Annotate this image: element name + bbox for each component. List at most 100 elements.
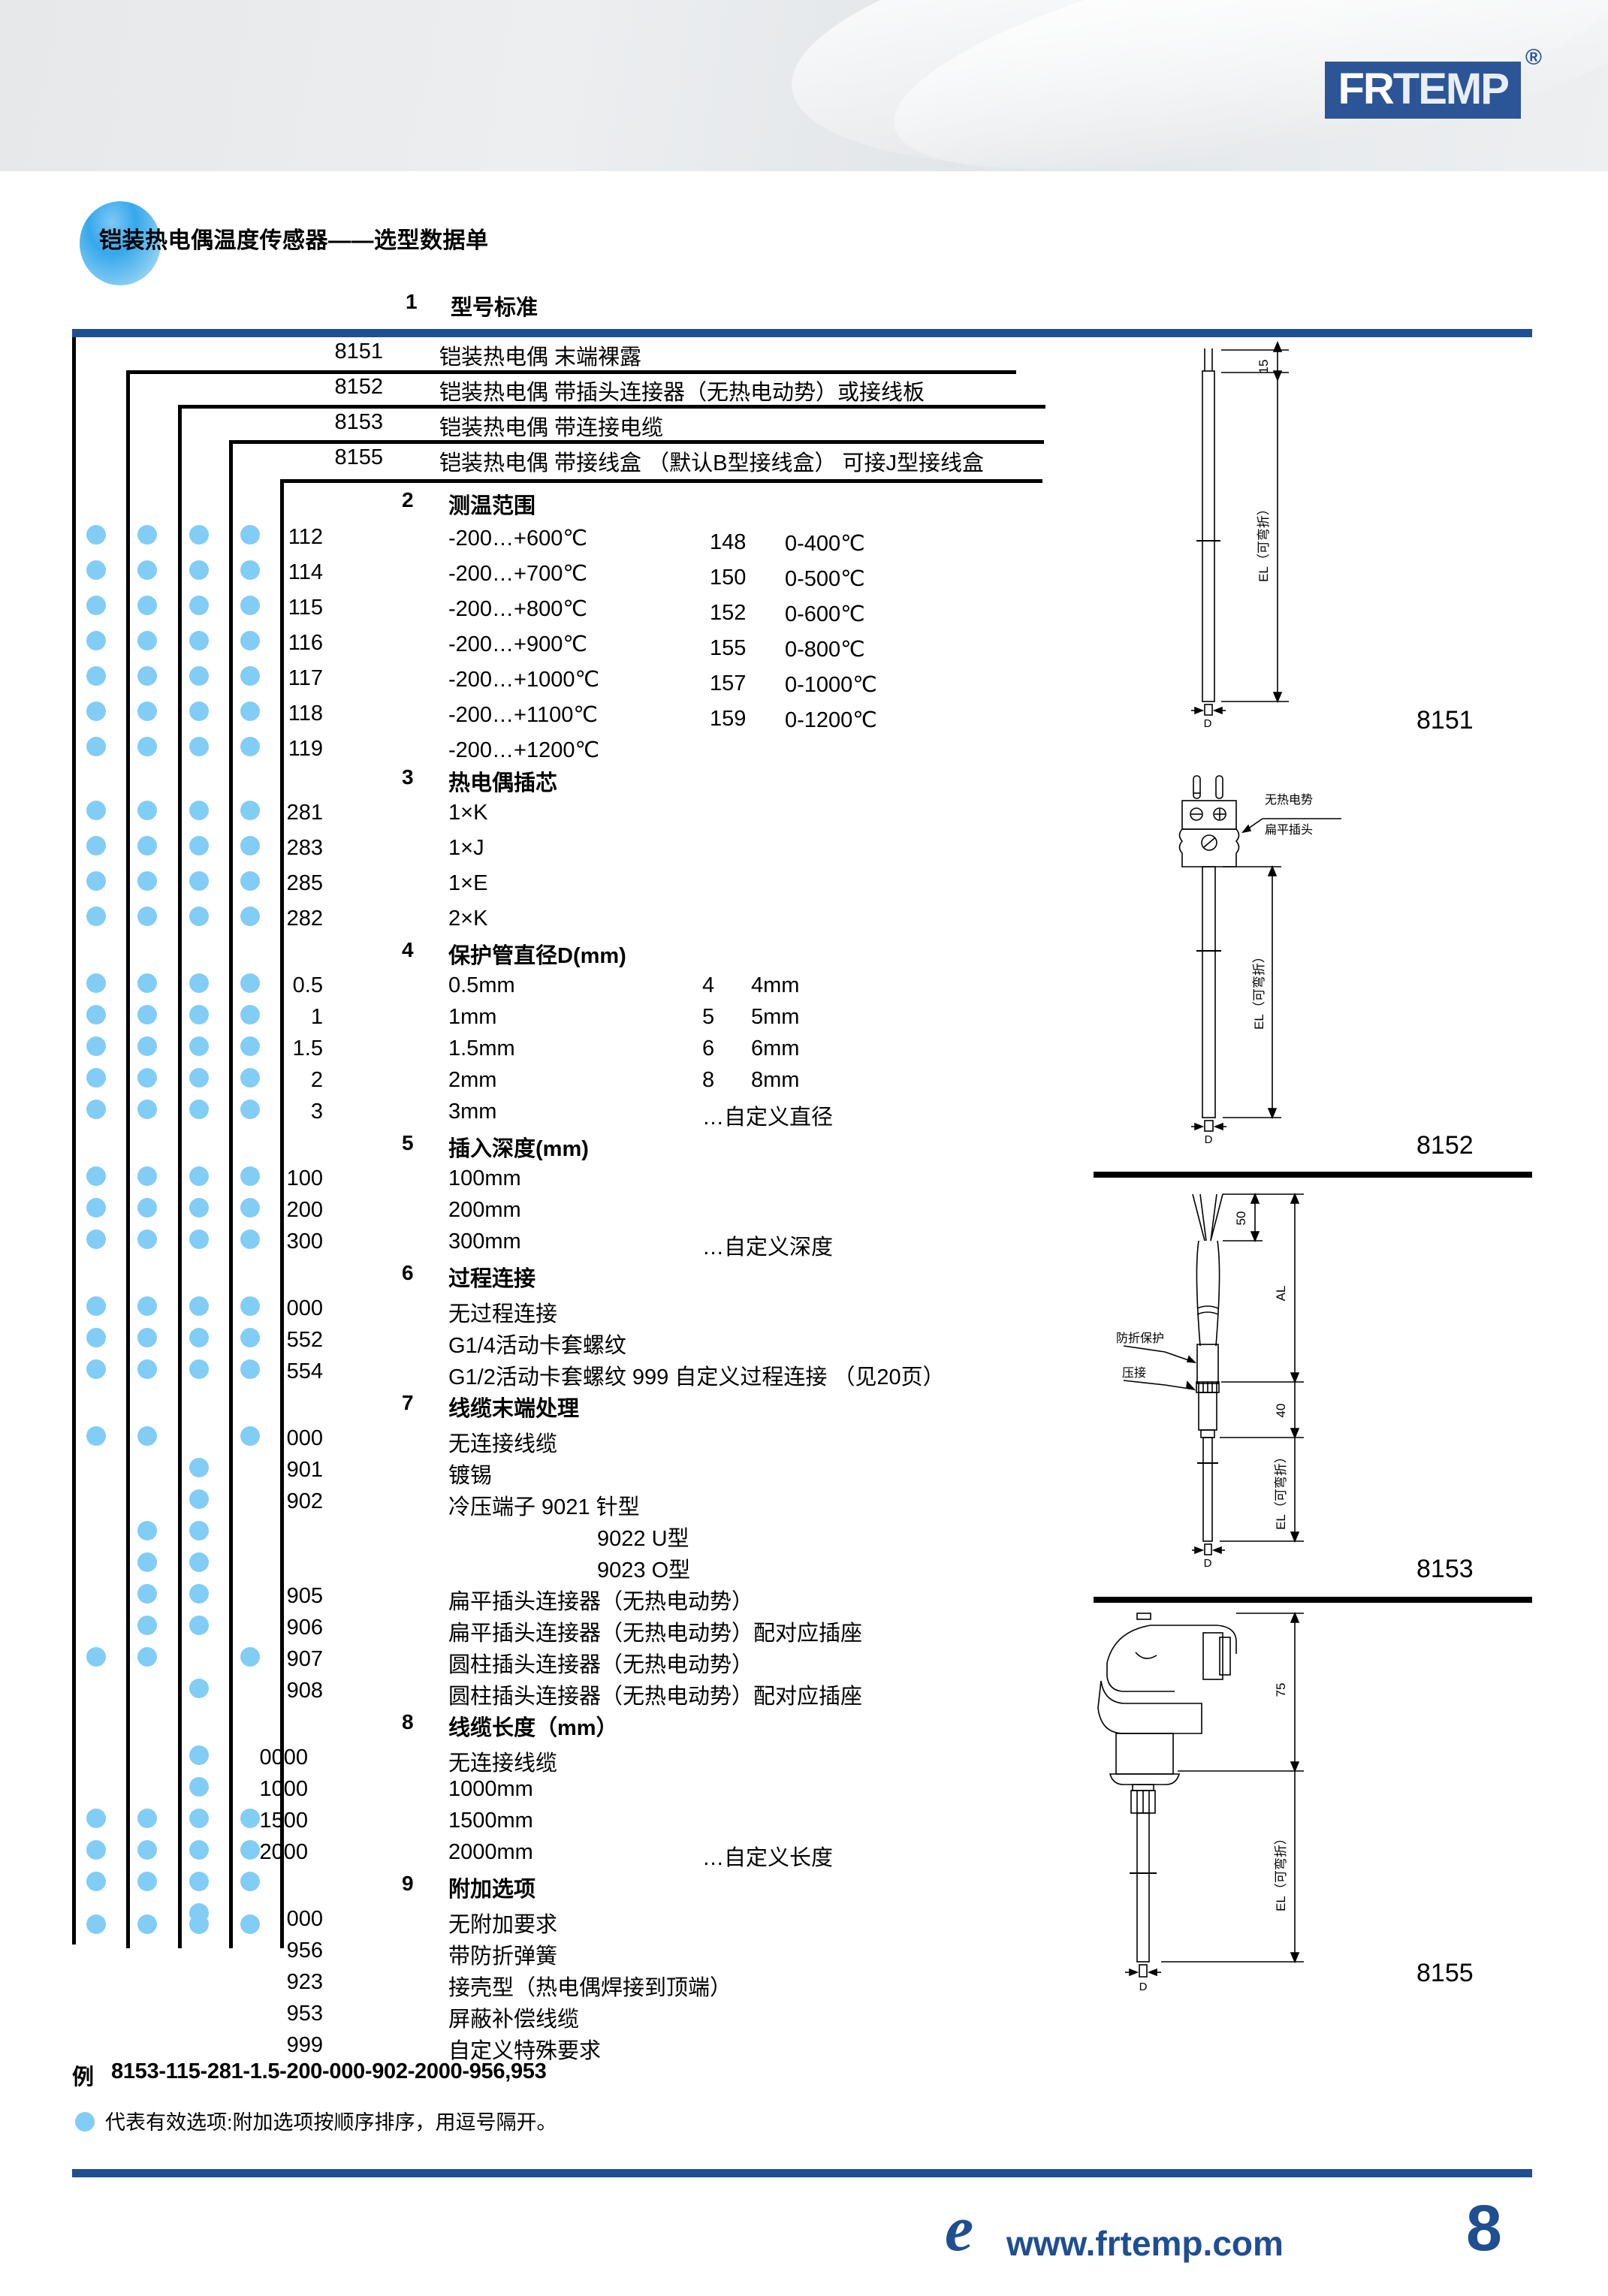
drawing-label-8151: 8151 [1416, 706, 1474, 735]
option-dot [86, 1100, 106, 1119]
option-dot [137, 1840, 157, 1860]
option-code: 112 [288, 525, 323, 549]
option-dot [137, 701, 157, 721]
bracket-8155 [229, 440, 1044, 1948]
option-dot [240, 596, 260, 615]
bracket-8151 [72, 337, 962, 1945]
registered-mark-icon: ® [1525, 45, 1542, 70]
option-dot [240, 1426, 260, 1446]
option-dot [240, 871, 260, 891]
option-code: 1500 [259, 1809, 308, 1833]
note-no-thermo-emf: 无热电势 [1265, 793, 1313, 807]
option-label-alt: 0-800℃ [785, 638, 865, 662]
option-dot [240, 631, 260, 650]
option-dot [189, 596, 209, 615]
option-label: 带防折弹簧 [448, 1945, 558, 1969]
section-3-number: 3 [402, 765, 414, 789]
section-6-heading: 过程连接 [448, 1267, 536, 1291]
option-dot [189, 1100, 209, 1119]
option-dot [189, 560, 209, 580]
option-dot [240, 1229, 260, 1249]
option-code: 281 [286, 801, 323, 825]
option-dot [86, 737, 106, 756]
option-dot [86, 1005, 106, 1024]
option-code: 554 [286, 1359, 323, 1383]
drawing-divider-1 [1094, 1172, 1532, 1178]
option-label-sub: 9023 O型 [597, 1558, 691, 1582]
option-dot [240, 1166, 260, 1186]
option-dot [137, 1328, 157, 1347]
option-label: 1.5mm [448, 1036, 515, 1061]
option-code-alt: 159 [710, 707, 747, 731]
option-dot [189, 1679, 209, 1698]
option-dot [86, 560, 106, 580]
top-blue-rule [72, 329, 1532, 337]
model-code: 8153 [334, 410, 383, 434]
option-code-alt: 4 [702, 973, 715, 997]
option-dot [189, 1229, 209, 1249]
section-1-heading: 型号标准 [451, 296, 539, 320]
option-dot [189, 1584, 209, 1604]
option-code: 117 [288, 666, 323, 690]
dim-el: EL（可弯折） [1257, 502, 1271, 582]
option-label-alt: 0-600℃ [785, 602, 865, 626]
section-1-number: 1 [406, 290, 418, 313]
option-code: 116 [288, 631, 323, 655]
option-dot [189, 1458, 209, 1477]
option-code: 115 [288, 596, 323, 620]
option-dot [240, 907, 260, 926]
model-code: 8152 [334, 375, 383, 399]
option-dot [86, 907, 106, 926]
dim-d: D [1139, 1981, 1148, 1993]
option-code: 118 [288, 701, 323, 726]
example-label: 例 [72, 2065, 95, 2089]
option-code-alt: 155 [710, 636, 747, 660]
brand-logo: FRTEMP ® [1325, 45, 1542, 119]
option-label-alt: 0-1000℃ [785, 673, 877, 697]
option-label-alt: 0-500℃ [785, 567, 865, 591]
option-dot [240, 737, 260, 756]
section-4-number: 4 [402, 938, 414, 961]
option-label: 200mm [448, 1198, 521, 1222]
option-dot [86, 871, 106, 891]
option-dot [137, 1914, 157, 1934]
footer-url[interactable]: www.frtemp.com [1006, 2224, 1284, 2263]
option-code: 3 [310, 1100, 323, 1124]
logo-box: FRTEMP [1325, 62, 1521, 119]
legend-text: 代表有效选项:附加选项按顺序排序，用逗号隔开。 [105, 2111, 557, 2134]
option-label: 镀锡 [448, 1464, 493, 1488]
dim-d: D [1204, 717, 1212, 730]
option-label: 圆柱插头连接器（无热电动势）配对应插座 [448, 1685, 863, 1709]
option-label: 1×K [448, 801, 488, 825]
option-dot [86, 973, 106, 993]
option-code-alt: 148 [710, 530, 747, 554]
option-code: 901 [286, 1458, 323, 1482]
option-code: 0.5 [292, 973, 323, 997]
option-code: 283 [286, 836, 323, 860]
model-desc: 铠装热电偶 带接线盒 （默认B型接线盒） 可接J型接线盒 [439, 451, 985, 475]
model-desc: 铠装热电偶 末端裸露 [439, 345, 642, 370]
option-label: 300mm [448, 1229, 521, 1254]
option-code: 1 [310, 1005, 323, 1029]
option-code: 200 [286, 1198, 323, 1222]
section-3-heading: 热电偶插芯 [448, 771, 558, 795]
dim-d: D [1205, 1133, 1213, 1146]
option-label: 接壳型（热电偶焊接到顶端） [448, 1976, 732, 2000]
option-code-alt: 152 [710, 601, 747, 625]
legend-dot-icon [75, 2112, 95, 2132]
option-dot [137, 1198, 157, 1217]
option-label: G1/2活动卡套螺纹 999 自定义过程连接 （见20页） [448, 1365, 945, 1389]
option-dot [137, 525, 157, 545]
option-dot [240, 1359, 260, 1379]
note-crimp: 压接 [1122, 1366, 1146, 1380]
option-dot [189, 1914, 209, 1934]
model-desc: 铠装热电偶 带插头连接器（无热电动势）或接线板 [439, 381, 925, 405]
option-dot [137, 1100, 157, 1119]
drawing-8153: 50 AL 40 EL（可弯折） 防折保护 压接 D [1116, 1192, 1304, 1570]
option-dot [240, 1809, 260, 1828]
option-label: -200…+1000℃ [448, 668, 600, 692]
option-code: 2 [310, 1068, 323, 1092]
option-dot [189, 1359, 209, 1379]
option-dot [240, 1036, 260, 1056]
